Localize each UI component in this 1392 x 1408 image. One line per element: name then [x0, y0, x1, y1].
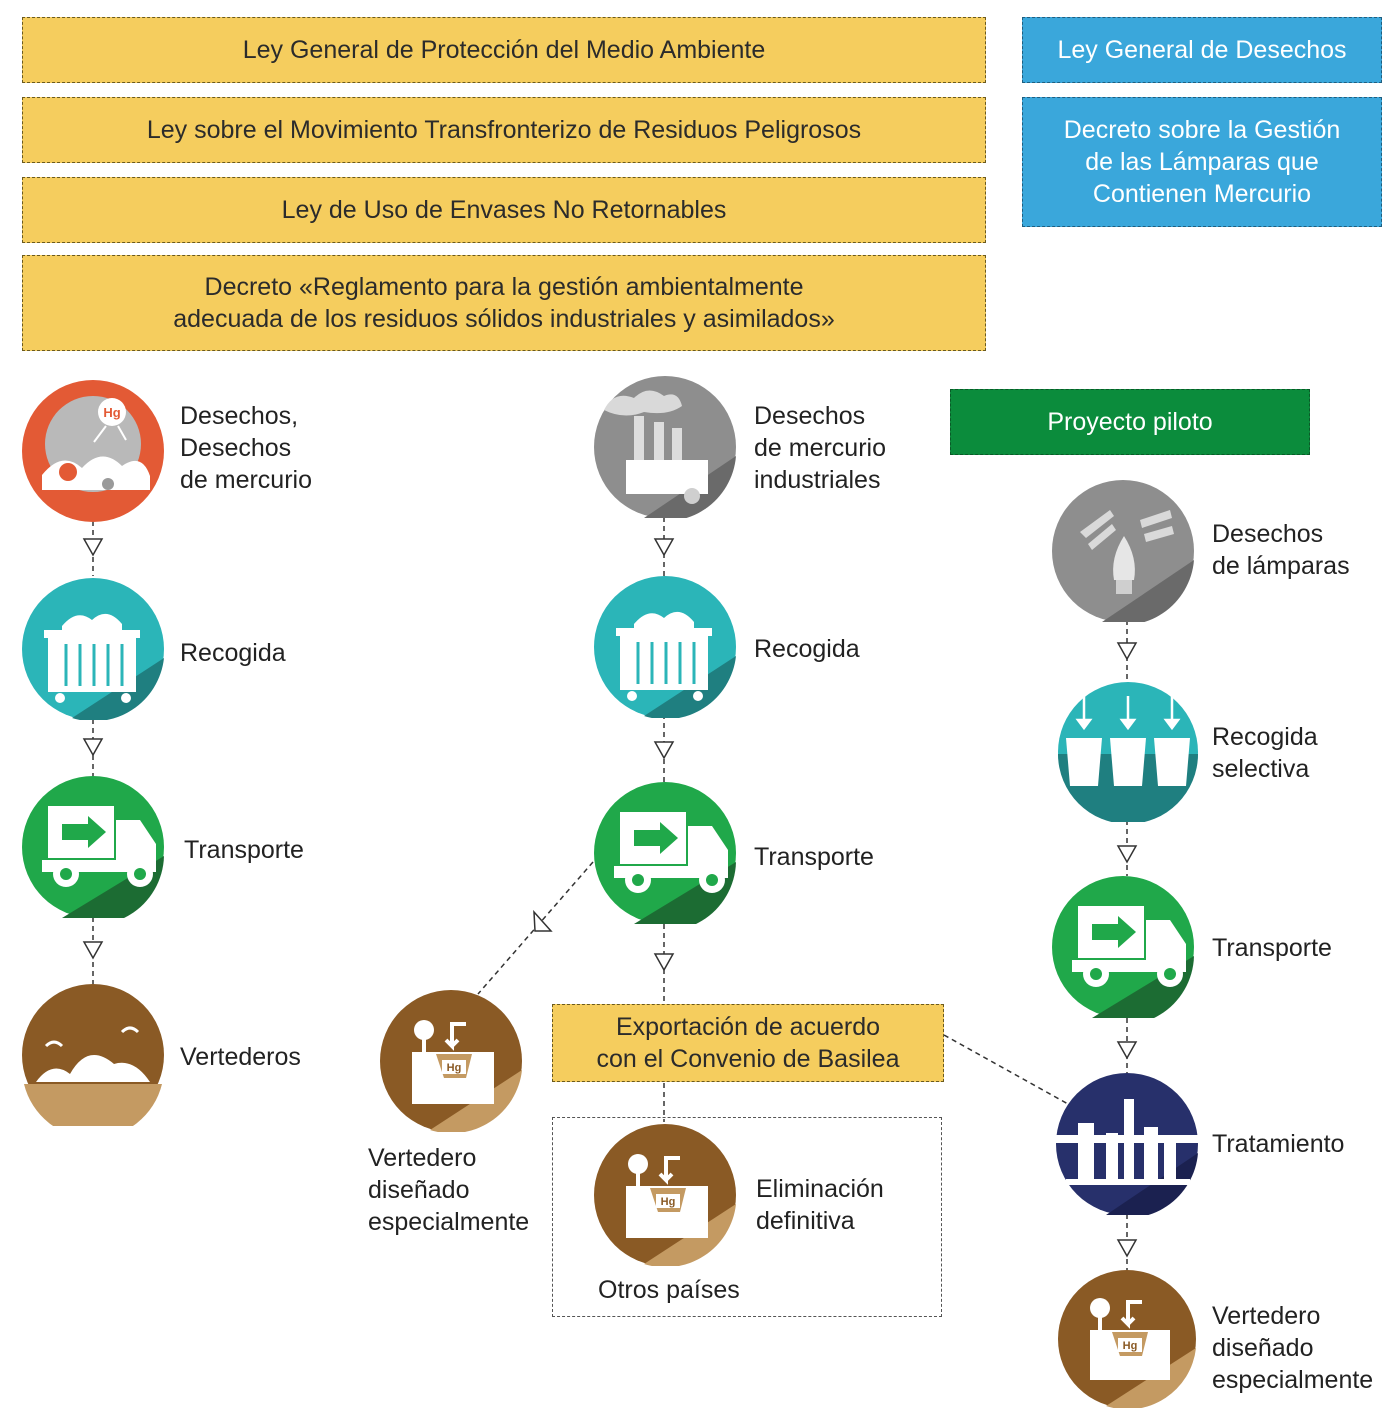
export-basel-box: Exportación de acuerdo con el Convenio d…: [552, 1004, 944, 1082]
collection-bin-icon: [22, 578, 164, 720]
flow3-collection-label: Recogida selectiva: [1212, 723, 1318, 783]
lamp-waste-icon: [1052, 480, 1194, 622]
pilot-project-box: Proyecto piloto: [950, 389, 1310, 455]
landfill-icon: [22, 984, 164, 1126]
selective-collection-icon: [1058, 682, 1198, 822]
flow1-transport-label: Transporte: [184, 836, 304, 864]
law-non-returnable-packaging: Ley de Uso de Envases No Retornables: [22, 177, 986, 243]
flow3-waste-label: Desechos de lámparas: [1212, 520, 1350, 580]
law-general-environment: Ley General de Protección del Medio Ambi…: [22, 17, 986, 83]
law-general-waste: Ley General de Desechos: [1022, 17, 1382, 83]
special-landfill-icon: Hg: [1058, 1270, 1196, 1408]
other-countries-label: Otros países: [598, 1276, 740, 1304]
flow3-treatment-label: Tratamiento: [1212, 1130, 1345, 1158]
flow3-special-landfill-label: Vertedero diseñado especialmente: [1212, 1302, 1374, 1394]
truck-icon: [22, 776, 164, 918]
flow2-special-landfill-label: Vertedero diseñado especialmente: [368, 1144, 530, 1236]
waste-mercury-icon: Hg: [22, 380, 164, 522]
decree-mercury-lamps: Decreto sobre la Gestión de las Lámparas…: [1022, 97, 1382, 227]
collection-bin-icon: [594, 576, 736, 718]
flow2-disposal-label: Eliminación definitiva: [756, 1175, 884, 1235]
flow3-transport-label: Transporte: [1212, 934, 1332, 962]
hg-text: Hg: [1123, 1340, 1138, 1352]
industrial-factory-icon: [594, 376, 736, 518]
flow2-waste-label: Desechos de mercurio industriales: [754, 402, 886, 494]
treatment-plant-icon: [1056, 1073, 1198, 1215]
hg-text: Hg: [103, 405, 120, 420]
flow2-transport-label: Transporte: [754, 843, 874, 871]
special-landfill-icon: Hg: [380, 990, 522, 1132]
flow1-waste-label: Desechos, Desechos de mercurio: [180, 402, 312, 494]
hg-text: Hg: [447, 1062, 462, 1074]
flow1-collection-label: Recogida: [180, 639, 286, 667]
other-countries-frame: [552, 1117, 942, 1317]
hg-text: Hg: [661, 1196, 676, 1208]
flow2-collection-label: Recogida: [754, 635, 860, 663]
decree-industrial-solid-waste: Decreto «Reglamento para la gestión ambi…: [22, 255, 986, 351]
truck-icon: [594, 782, 736, 924]
truck-icon: [1052, 876, 1194, 1018]
law-transboundary-waste: Ley sobre el Movimiento Transfronterizo …: [22, 97, 986, 163]
flow1-landfill-label: Vertederos: [180, 1043, 301, 1071]
final-disposal-icon: Hg: [594, 1124, 736, 1266]
